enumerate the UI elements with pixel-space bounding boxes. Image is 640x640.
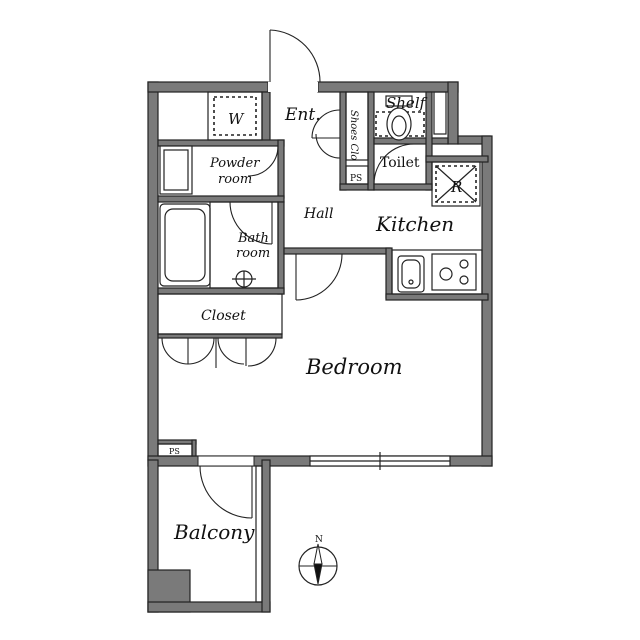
cooktop bbox=[431, 253, 477, 291]
wall-bath-bottom bbox=[157, 287, 285, 295]
label-powder-1: Powder bbox=[209, 156, 260, 171]
wall-toilet-left bbox=[367, 91, 375, 191]
wall-kitchen-bottom bbox=[385, 293, 489, 301]
doors bbox=[161, 29, 415, 519]
wall-shoes-left bbox=[339, 91, 347, 191]
balcony-door-swing bbox=[199, 465, 253, 519]
bath-floor bbox=[209, 201, 279, 289]
entrance-opening bbox=[268, 82, 318, 92]
washer-pan bbox=[213, 96, 257, 136]
label-bedroom: Bedroom bbox=[305, 355, 403, 379]
wall-top-right bbox=[317, 81, 459, 93]
bedroom-door-swing bbox=[295, 253, 343, 301]
bath-door-swing bbox=[229, 201, 273, 245]
sink-drain bbox=[408, 279, 414, 285]
entrance-door-swing bbox=[269, 29, 321, 83]
room-labels: W Ent. Shoes Clo Shelf Toilet PS R Powde… bbox=[169, 94, 462, 544]
bathtub bbox=[159, 203, 211, 287]
ps-box-entrance bbox=[345, 165, 369, 185]
powder-door-swing bbox=[247, 145, 279, 177]
label-bath-2: room bbox=[236, 246, 270, 261]
label-ps-balcony: PS bbox=[169, 447, 180, 456]
wall-kitchen-left bbox=[385, 247, 393, 299]
wall-toilet-right bbox=[425, 91, 433, 191]
wall-right bbox=[481, 135, 493, 467]
label-kitchen: Kitchen bbox=[375, 212, 454, 236]
vanity-basin bbox=[163, 149, 189, 191]
interior-partitions bbox=[157, 91, 489, 457]
bathtub-inner bbox=[164, 208, 206, 282]
fridge-area bbox=[431, 161, 481, 207]
toilet-bowl-inner bbox=[391, 115, 407, 137]
label-powder-2: room bbox=[218, 172, 252, 187]
toilet-bowl bbox=[386, 107, 412, 141]
label-balcony: Balcony bbox=[173, 520, 255, 544]
wall-toilet-bottom bbox=[373, 183, 433, 191]
fixtures bbox=[157, 91, 483, 603]
wall-top-left bbox=[147, 81, 269, 93]
label-ps-entrance: PS bbox=[350, 174, 362, 184]
north-compass: N bbox=[298, 535, 338, 586]
compass-north-label: N bbox=[315, 535, 323, 545]
wall-shelf-bottom bbox=[373, 137, 449, 145]
shoes-door-swing-1 bbox=[311, 109, 341, 139]
compass-needle-s bbox=[313, 563, 323, 585]
vanity bbox=[159, 145, 193, 195]
wall-powder-hall bbox=[277, 139, 285, 199]
label-shelf: Shelf bbox=[386, 94, 428, 112]
wall-bath-hall bbox=[277, 201, 285, 295]
fridge-space bbox=[435, 165, 477, 203]
wall-powder-top bbox=[157, 139, 285, 147]
label-toilet: Toilet bbox=[380, 155, 420, 171]
burner-2 bbox=[459, 259, 469, 269]
closet-door-4 bbox=[247, 337, 277, 367]
wall-washer-ent bbox=[261, 91, 271, 145]
wall-ps-balcony-side bbox=[191, 439, 197, 457]
wall-fridge-top bbox=[425, 155, 489, 163]
wall-left bbox=[147, 81, 159, 461]
balcony-door-opening bbox=[197, 455, 255, 467]
wall-ps-balcony bbox=[157, 439, 197, 445]
toilet-tank bbox=[385, 95, 413, 107]
wall-bath-top bbox=[157, 195, 285, 203]
label-fridge: R bbox=[450, 178, 462, 196]
closet-door-1 bbox=[161, 337, 189, 365]
wall-balcony-right bbox=[261, 459, 271, 613]
ps-box-balcony bbox=[157, 443, 193, 457]
burner-3 bbox=[459, 275, 469, 285]
fridge-x2 bbox=[435, 165, 477, 203]
closet-door-2 bbox=[187, 337, 215, 365]
closet-box bbox=[157, 293, 283, 335]
washer-area bbox=[207, 91, 263, 141]
burner-1 bbox=[439, 267, 453, 281]
pipe-space bbox=[433, 91, 447, 135]
kitchen-sink bbox=[397, 255, 425, 293]
label-closet: Closet bbox=[201, 308, 246, 324]
closet-door-3 bbox=[217, 337, 245, 365]
label-washer: W bbox=[228, 110, 245, 128]
label-hall: Hall bbox=[303, 206, 334, 222]
toilet-door-swing bbox=[373, 143, 415, 185]
kitchen-counter bbox=[391, 249, 483, 295]
wall-right-upper bbox=[447, 81, 459, 145]
balcony-rail bbox=[255, 465, 263, 603]
wall-closet-bottom bbox=[157, 333, 283, 339]
wall-hall-bedroom bbox=[283, 247, 391, 255]
kitchen-sink-basin bbox=[401, 259, 421, 289]
shoes-closet bbox=[345, 91, 369, 161]
label-entrance: Ent. bbox=[284, 105, 321, 125]
label-bath-1: Bath bbox=[237, 231, 269, 246]
wall-balcony-bottom bbox=[147, 601, 271, 613]
label-shoes-closet: Shoes Clo bbox=[348, 110, 359, 160]
